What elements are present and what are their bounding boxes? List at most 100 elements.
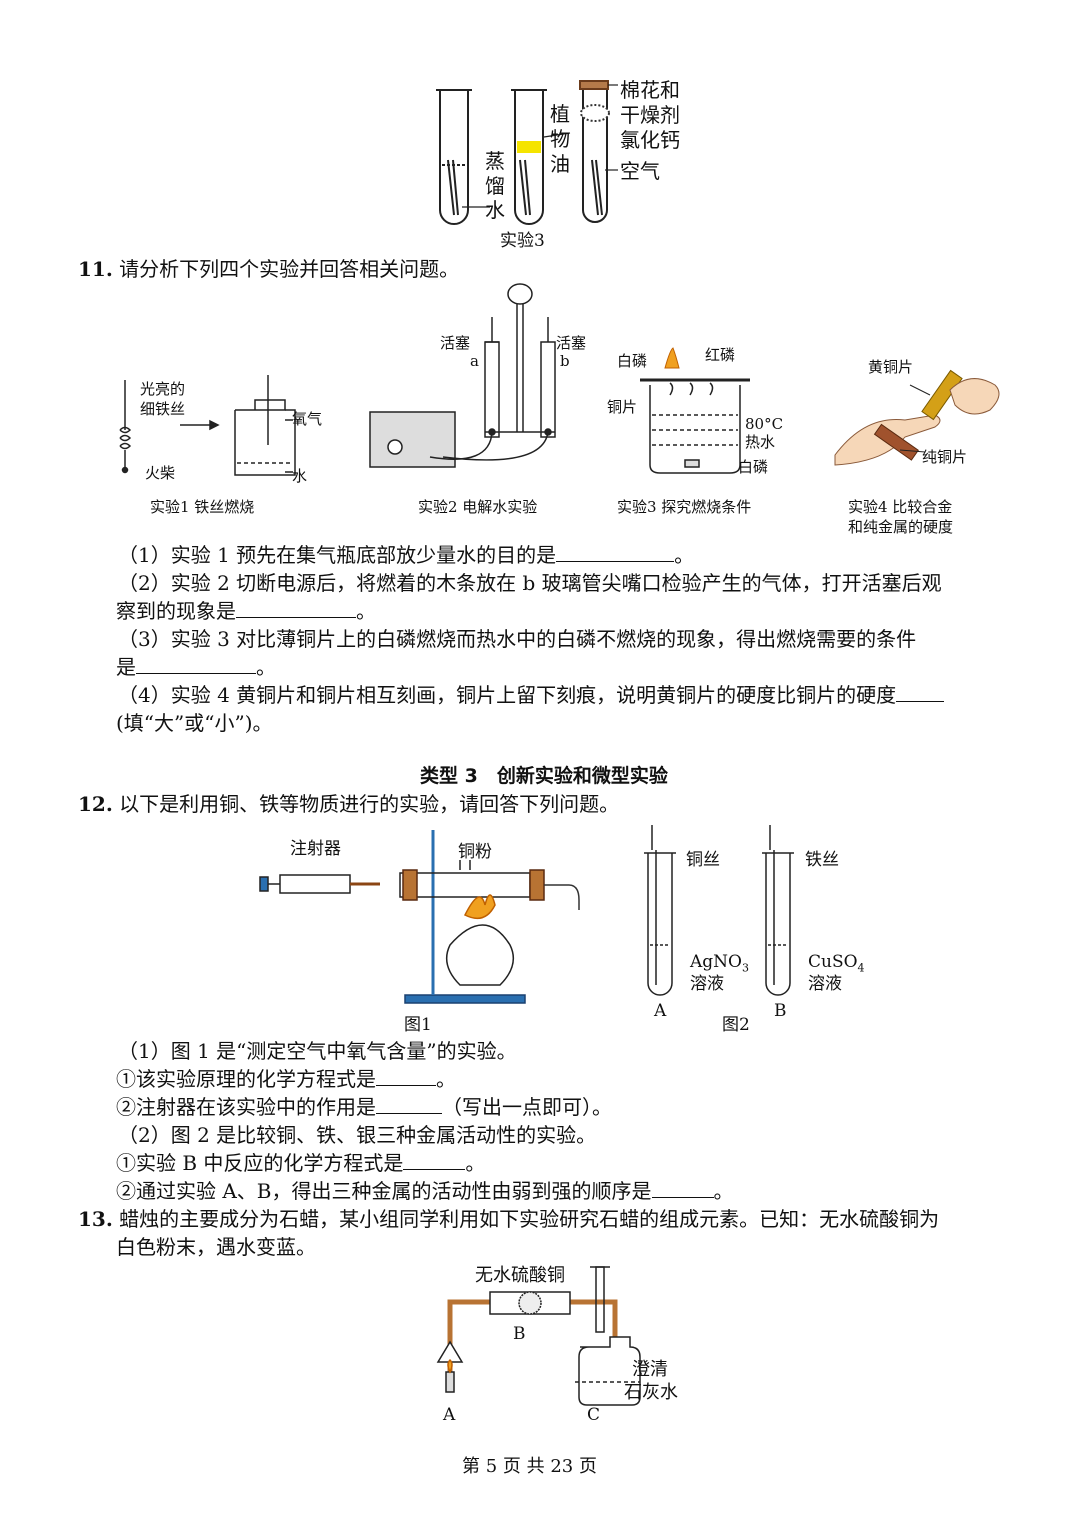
answer-blank[interactable] — [136, 653, 256, 674]
test-tube-1 — [436, 89, 472, 225]
q12-line-3-tail: （写出一点即可）。 — [442, 1095, 612, 1119]
fig2-label-cuso4: CuSO4 — [808, 953, 865, 977]
label-veg-oil-2: 物 — [550, 127, 570, 151]
answer-blank[interactable] — [236, 597, 356, 618]
q12-line-2: ①该实验原理的化学方程式是 。 — [116, 1065, 456, 1093]
q11-part-1: （1）实验 1 预先在集气瓶底部放少量水的目的是。 — [118, 541, 694, 569]
exp3-label-red-p: 红磷 — [705, 346, 736, 364]
fig1-label-cu-powder: 铜粉 — [458, 842, 492, 862]
q12-stem: 12. 以下是利用铜、铁等物质进行的实验，请回答下列问题。 — [78, 790, 619, 818]
q11-part-4a-text: （4）实验 4 黄铜片和铜片相互刻画，铜片上留下刻痕，说明黄铜片的硬度比铜片的硬… — [118, 683, 897, 707]
agno3-subscript: 3 — [741, 961, 749, 975]
q13-apparatus — [436, 1266, 641, 1406]
q11-part-3a: （3）实验 3 对比薄铜片上的白磷燃烧而热水中的白磷不燃烧的现象，得出燃烧需要的… — [118, 627, 917, 651]
cuso4-text: CuSO — [808, 952, 858, 972]
exp3-label-hot-water: 热水 — [745, 433, 776, 451]
answer-blank[interactable] — [556, 541, 675, 562]
period: 。 — [436, 1067, 456, 1091]
exp1-label-oxygen: 氧气 — [292, 410, 323, 428]
label-air: 空气 — [620, 159, 660, 183]
label-cotton-1: 棉花和 — [620, 78, 680, 102]
q11-part-1-text: （1）实验 1 预先在集气瓶底部放少量水的目的是 — [118, 543, 557, 567]
q11-part-4a: （4）实验 4 黄铜片和铜片相互刻画，铜片上留下刻痕，说明黄铜片的硬度比铜片的硬… — [118, 681, 945, 709]
q12-stem-text: 以下是利用铜、铁等物质进行的实验，请回答下列问题。 — [119, 792, 620, 816]
answer-blank[interactable] — [896, 681, 945, 702]
q11-part-2b: 察到的现象是 。 — [116, 597, 376, 625]
q12-fig1-apparatus — [259, 830, 580, 1004]
q13-label-A: A — [443, 1405, 456, 1425]
exp3-label-copper: 铜片 — [607, 398, 638, 416]
exp4-caption-2: 和纯金属的硬度 — [848, 518, 954, 536]
exp2-electrolysis-figure — [369, 283, 556, 468]
q11-number: 11. — [78, 257, 113, 281]
q12-number: 12. — [78, 792, 113, 816]
q11-stem: 11. 请分析下列四个实验并回答相关问题。 — [78, 255, 459, 283]
label-cotton-2: 干燥剂 — [620, 103, 680, 127]
q11-stem-text: 请分析下列四个实验并回答相关问题。 — [119, 257, 460, 281]
fig2-label-B: B — [774, 1001, 787, 1021]
fig2-label-A: A — [654, 1001, 667, 1021]
answer-blank[interactable] — [376, 1065, 436, 1086]
answer-blank[interactable] — [651, 1177, 714, 1198]
exp3-label-white-p: 白磷 — [617, 352, 648, 370]
label-water-2: 馏 — [485, 174, 505, 198]
q12-line-5-text: ①实验 B 中反应的化学方程式是 — [116, 1151, 404, 1175]
q12-line-3: ②注射器在该实验中的作用是 （写出一点即可）。 — [116, 1093, 612, 1121]
fig2-label-solution-2: 溶液 — [808, 974, 842, 994]
exp3-label-temp: 80°C — [745, 415, 784, 433]
page-footer: 第 5 页 共 23 页 — [462, 1456, 597, 1477]
period: 。 — [356, 599, 376, 623]
q12-line-4: （2）图 2 是比较铜、铁、银三种金属活动性的实验。 — [118, 1123, 597, 1147]
q13-label-C: C — [587, 1405, 601, 1425]
q12-line-6: ②通过实验 A、B，得出三种金属的活动性由弱到强的顺序是。 — [116, 1177, 734, 1205]
q12-line-3-text: ②注射器在该实验中的作用是 — [116, 1095, 376, 1119]
exp4-label-pure-cu: 纯铜片 — [922, 448, 968, 466]
fig2-label-cu-wire: 铜丝 — [686, 850, 720, 870]
answer-blank[interactable] — [403, 1149, 466, 1170]
test-tube-2 — [511, 89, 547, 225]
label-water-3: 水 — [485, 198, 505, 222]
exp1-iron-wire-figure — [119, 375, 296, 476]
exp4-caption-1: 实验4 比较合金 — [848, 498, 953, 516]
label-water-1: 蒸 — [485, 149, 505, 173]
q13-stem-2: 白色粉末，遇水变蓝。 — [116, 1235, 316, 1259]
q12-line-5: ①实验 B 中反应的化学方程式是。 — [116, 1149, 485, 1177]
q12-fig2-test-tubes — [644, 825, 794, 996]
fig2-label-agno3: AgNO3 — [690, 953, 749, 977]
agno3-text: AgNO — [690, 952, 742, 972]
fig2-label-solution-1: 溶液 — [690, 974, 724, 994]
q11-part-2a: （2）实验 2 切断电源后，将燃着的木条放在 b 玻璃管尖嘴口检验产生的气体，打… — [118, 571, 942, 595]
q13-label-B: B — [513, 1324, 526, 1344]
exp2-label-a: a — [470, 352, 479, 370]
q11-part-2b-text: 察到的现象是 — [116, 599, 236, 623]
label-veg-oil-1: 植 — [550, 102, 570, 126]
q13-label-lime-1: 澄清 — [632, 1359, 668, 1380]
q13-number: 13. — [78, 1207, 113, 1231]
q11-part-3b-text: 是 — [116, 655, 136, 679]
fig1-caption: 图1 — [404, 1015, 432, 1035]
fig1-label-syringe: 注射器 — [290, 839, 341, 859]
exp2-caption: 实验2 电解水实验 — [418, 498, 538, 516]
period: 。 — [256, 655, 276, 679]
exp3-caption: 实验3 探究燃烧条件 — [617, 498, 752, 516]
exp2-label-stopcock-left: 活塞 — [440, 334, 471, 352]
q12-line-2-text: ①该实验原理的化学方程式是 — [116, 1067, 376, 1091]
period: 。 — [713, 1179, 734, 1203]
top-figure-test-tubes — [436, 80, 618, 225]
exp1-label-water: 水 — [292, 467, 308, 485]
answer-blank[interactable] — [376, 1093, 442, 1114]
label-cotton-3: 氯化钙 — [620, 128, 680, 152]
exp1-caption: 实验1 铁丝燃烧 — [150, 498, 255, 516]
exp4-label-brass: 黄铜片 — [868, 358, 914, 376]
q13-stem-text-1: 蜡烛的主要成分为石蜡，某小组同学利用如下实验研究石蜡的组成元素。已知：无水硫酸铜… — [119, 1207, 940, 1231]
q11-part-4b: (填“大”或“小”)。 — [116, 711, 273, 735]
exp1-label-match: 火柴 — [145, 464, 176, 482]
fig2-label-fe-wire: 铁丝 — [805, 850, 839, 870]
exp3-label-white-p-2: 白磷 — [738, 458, 769, 476]
cuso4-subscript: 4 — [857, 961, 865, 975]
q13-label-cuso4: 无水硫酸铜 — [475, 1265, 565, 1286]
top-figure-caption: 实验3 — [500, 231, 545, 251]
test-tube-3 — [579, 80, 610, 223]
q12-line-1: （1）图 1 是“测定空气中氧气含量”的实验。 — [118, 1039, 517, 1063]
q11-part-3b: 是。 — [116, 653, 276, 681]
